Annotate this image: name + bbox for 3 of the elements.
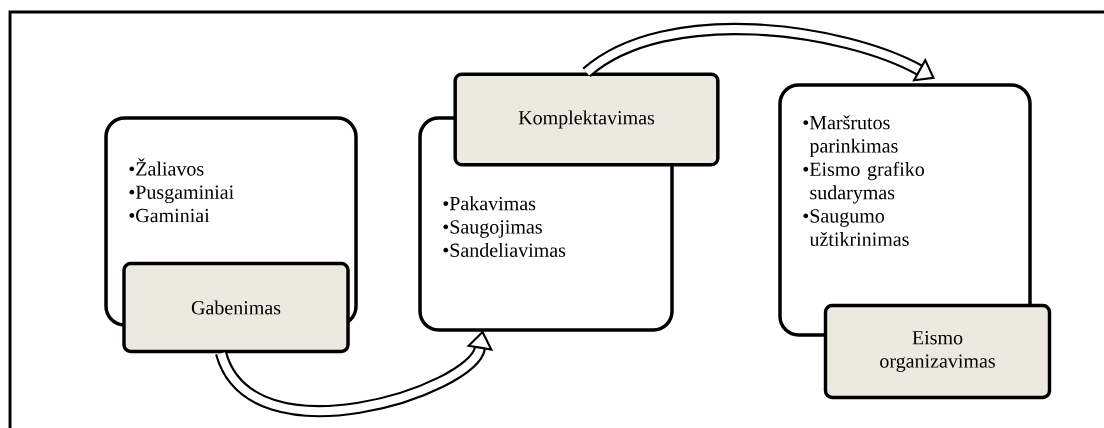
label-box: Gabenimas <box>122 261 350 354</box>
label-box: Eismo organizavimas <box>823 303 1052 400</box>
label-box: Komplektavimas <box>453 72 720 167</box>
